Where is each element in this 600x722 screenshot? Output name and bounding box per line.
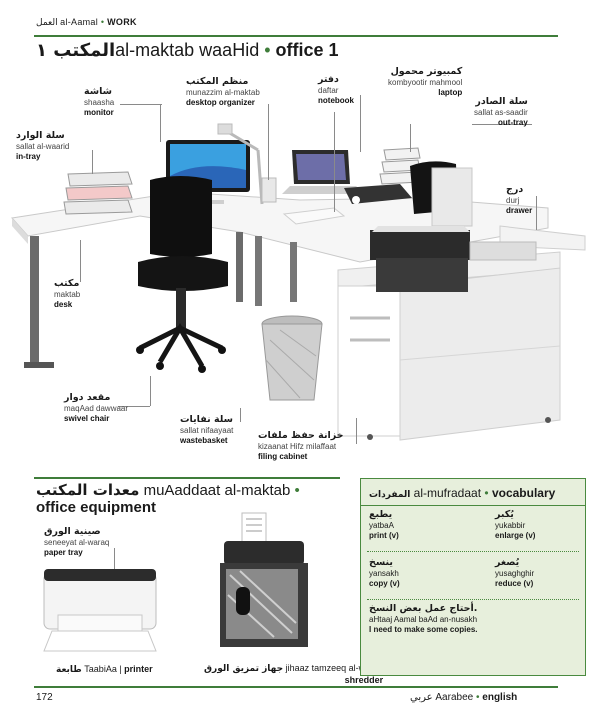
desk-leg (30, 236, 39, 366)
leader-organizer (268, 104, 269, 180)
leader-drawer (536, 196, 537, 230)
label-desktop-organizer: منظم المكتب munazzim al-maktab desktop o… (186, 76, 260, 107)
page-title: المكتب ١al-maktab waaHid • office 1 (36, 40, 339, 61)
section-rule (34, 477, 340, 479)
label-filing-cabinet: خزانة حفظ ملفات kizaanat Hifz milaffaat … (258, 430, 344, 461)
equipment-heading-arabic: معدات المكتب (36, 481, 140, 499)
title-translit: al-maktab waaHid (115, 40, 260, 60)
label-shredder: جهاز تمزيق الورق jihaaz tamzeeq al-waraq… (204, 663, 384, 685)
vocab-item-reduce: يُصغر yusaghghir reduce (v) (495, 557, 535, 588)
section-translit: al-Aamal (60, 17, 99, 27)
swivel-chair-shape (136, 176, 228, 373)
printer-shape (43, 569, 157, 652)
label-desk: مكتب maktab desk (54, 278, 81, 309)
label-in-tray: سلة الوارد sallat al-waarid in-tray (16, 130, 70, 161)
notebook-shape (282, 207, 346, 225)
leader-notebook (334, 112, 335, 212)
organizer-shape (261, 177, 277, 203)
leader-laptop (360, 95, 361, 152)
leader-wastebasket (240, 408, 241, 422)
office-illustration (11, 123, 586, 441)
label-swivel-chair: مقعد دوار maqAad dawwaar swivel chair (64, 392, 129, 423)
footer-rule (34, 686, 558, 688)
equipment-illustration (43, 512, 308, 652)
equipment-heading: معدات المكتب muAaddaat al-maktab • offic… (36, 481, 300, 517)
filing-cabinet-shape (337, 251, 561, 441)
leader-cabinet (356, 418, 357, 444)
page-number: 172 (36, 692, 53, 703)
out-tray-shape (379, 147, 421, 185)
vocab-item-copy: ينسخ yansakh copy (v) (369, 557, 400, 588)
footer-language: عربي Aarabee • english (410, 692, 518, 703)
label-out-tray: سلة الصادر sallat as-saadir out-tray (474, 96, 528, 127)
vocabulary-heading: المفردات al-mufradaat • vocabulary (369, 486, 556, 500)
label-wastebasket: سلة نفايات sallat nifaayaat wastebasket (180, 414, 234, 445)
desk-printer-shape (370, 226, 537, 292)
label-laptop: كمبيوتر محمول kombyootir mahmool laptop (388, 66, 463, 97)
leader-desk (80, 240, 81, 282)
equipment-heading-translit: muAaddaat al-maktab (143, 482, 291, 499)
leader-paper-tray (114, 548, 115, 582)
vocabulary-box: المفردات al-mufradaat • vocabulary يطبع … (360, 478, 586, 676)
section-arabic: العمل (36, 18, 58, 28)
header-rule (34, 35, 558, 37)
label-monitor: شاشة shaasha monitor (84, 86, 115, 117)
shredder-shape (220, 512, 308, 647)
leader-chair (118, 406, 150, 407)
label-drawer: درج durj drawer (506, 184, 533, 215)
section-header: العمل al-Aamal • WORK (36, 17, 137, 28)
title-english: office 1 (275, 40, 339, 60)
label-notebook: دفتر daftar notebook (318, 74, 354, 105)
equipment-heading-english: office equipment (36, 499, 157, 516)
label-paper-tray: صينية الورق seneeyat al-waraq paper tray (44, 526, 110, 557)
label-printer: طابعة TaabiAa | printer (56, 664, 153, 675)
leader-intray (92, 150, 93, 174)
leader-outtray (472, 124, 532, 125)
title-arabic: المكتب ١ (36, 40, 116, 61)
wastebasket-shape (261, 315, 323, 401)
vocab-phrase: أحتاج عمل بعض النسخ. aHtaaj Aamal baAd a… (369, 603, 478, 634)
lamp-shape (217, 123, 264, 205)
in-tray-shape (63, 171, 133, 215)
vocab-item-print: يطبع yatbaA print (v) (369, 509, 399, 540)
desk-leg (236, 232, 243, 302)
section-english: WORK (107, 17, 137, 27)
laptop-shape (282, 150, 366, 194)
leader-monitor (120, 104, 162, 105)
vocab-item-enlarge: يُكبر yukabbir enlarge (v) (495, 509, 536, 540)
